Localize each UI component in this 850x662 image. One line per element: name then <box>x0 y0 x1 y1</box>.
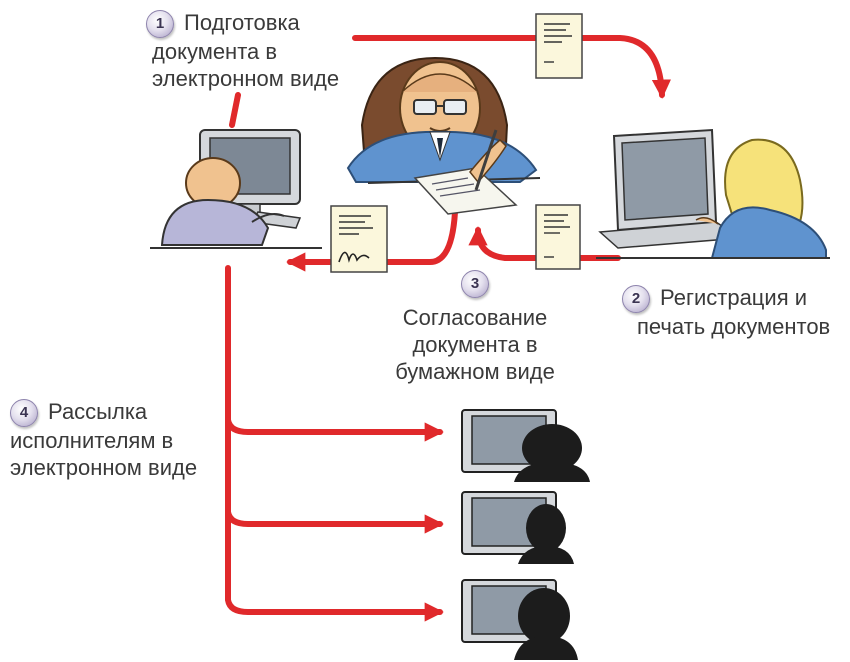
step-label-line: бумажном виде <box>395 359 555 384</box>
step-label-line: исполнителям в <box>10 428 174 454</box>
step-prepare-electronic: 1 Подготовка документа в электронном виде <box>146 9 339 92</box>
recipient-workstation-2 <box>461 491 574 564</box>
clerk-figure <box>150 129 322 249</box>
arrow-approve-to-clerk <box>286 209 458 272</box>
person-silhouette-icon <box>518 504 574 564</box>
arrow-register-to-approve <box>468 226 621 261</box>
manager-figure <box>346 56 541 215</box>
person-silhouette-icon <box>514 588 578 660</box>
step-label-line: Подготовка <box>184 10 300 35</box>
step-label-line: документа в <box>152 39 278 65</box>
step-label-line: Согласование <box>402 305 548 330</box>
step-register-print: 2 Регистрация и печать документов <box>622 284 830 340</box>
step-label-line: печать документов <box>637 314 831 340</box>
signed-document-icon <box>330 205 388 273</box>
registrar-figure <box>596 128 830 259</box>
arrow-distribution-1 <box>225 417 444 442</box>
arrow-distribution-2 <box>225 509 444 534</box>
step-label-line: электронном виде <box>10 455 198 481</box>
step-number-badge: 2 <box>622 285 650 314</box>
arrow-stub-clerk <box>229 92 241 128</box>
step-label-line: Регистрация и <box>660 285 808 310</box>
arrow-prepare-to-register <box>352 35 672 99</box>
recipient-workstation-1 <box>461 409 590 482</box>
document-icon <box>535 204 581 270</box>
step-number-badge: 3 <box>461 270 489 298</box>
step-label-line: документа в <box>412 332 538 357</box>
step-number-badge: 1 <box>146 10 174 39</box>
arrow-distribution-trunk <box>225 265 444 622</box>
step-label-line: Рассылка <box>48 399 148 424</box>
step-number-badge: 4 <box>10 399 38 428</box>
step-distribute-electronic: 4 Рассылка исполнителям в электронном вид… <box>10 398 197 481</box>
document-icon <box>535 13 583 79</box>
step-approve-paper: 3 Согласование документа в бумажном виде <box>380 270 570 385</box>
person-silhouette-icon <box>514 424 590 482</box>
recipient-workstation-3 <box>461 579 578 660</box>
step-label-line: электронном виде <box>152 66 340 92</box>
